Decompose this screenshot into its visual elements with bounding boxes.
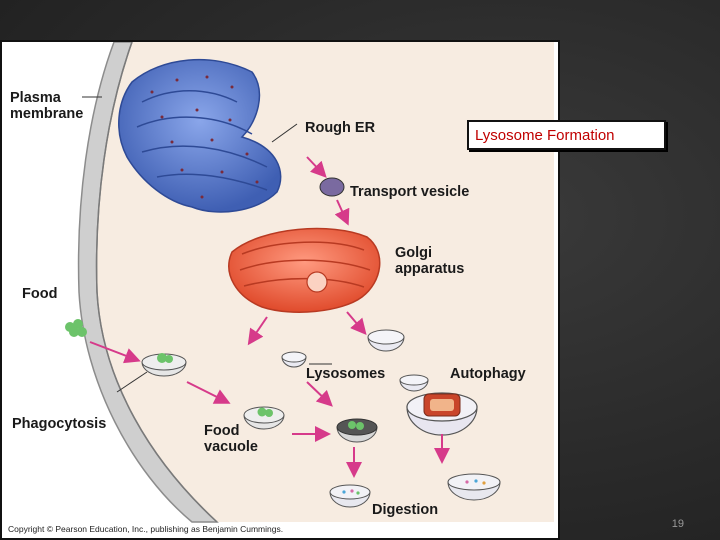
transport-vesicle-shape	[306, 156, 350, 226]
digestion-label: Digestion	[372, 502, 439, 518]
digestion-shape	[329, 473, 501, 508]
rough-er-shape	[118, 58, 298, 213]
food-label: Food	[22, 286, 58, 302]
rough-er-label: Rough ER	[305, 120, 376, 136]
plasma-label-line2: membrane	[10, 106, 84, 122]
lysosome-shapes	[281, 329, 429, 392]
autophagy-shape	[406, 392, 478, 464]
lysosomes-label: Lysosomes	[306, 366, 386, 382]
autophagy-label: Autophagy	[450, 366, 526, 382]
golgi-label-line2: apparatus	[395, 261, 465, 277]
page-number: 19	[671, 518, 684, 530]
plasma-label-line1: Plasma	[10, 90, 61, 106]
diagram-art	[65, 42, 554, 523]
phagocytosis-label: Phagocytosis	[12, 416, 107, 432]
lysosome-diagram: Plasma membrane Rough ER Transport vesic…	[0, 40, 560, 540]
golgi-label-line1: Golgi	[395, 245, 433, 261]
transport-vesicle-label: Transport vesicle	[350, 184, 470, 200]
copyright-text: Copyright © Pearson Education, Inc., pub…	[8, 524, 284, 534]
food-vacuole-shape	[243, 381, 333, 442]
fusion-shape	[336, 418, 378, 478]
food-shape	[65, 319, 231, 404]
food-vacuole-label-line1: Food	[204, 423, 240, 439]
food-vacuole-label: Food vacuole	[204, 423, 258, 455]
golgi-shape	[228, 227, 381, 346]
plasma-membrane-label: Plasma membrane	[10, 90, 83, 122]
slide-title: Lysosome Formation	[467, 120, 666, 150]
food-vacuole-label-line2: vacuole	[204, 439, 258, 455]
golgi-label: Golgi apparatus	[395, 245, 464, 277]
